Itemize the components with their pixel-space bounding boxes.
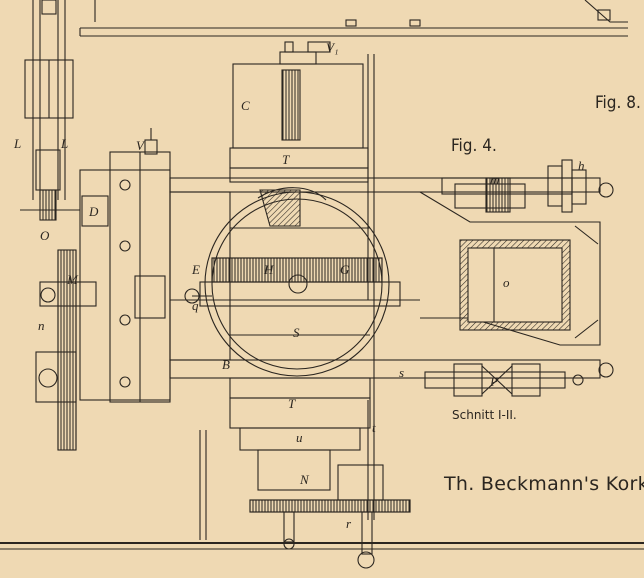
- part-letter-q: q: [192, 298, 199, 313]
- part-letter-h: H: [264, 262, 274, 277]
- figure-label-4: Fig. 4.: [451, 136, 497, 156]
- part-letter-v1: V₁: [326, 40, 339, 55]
- section-caption: Schnitt I-II.: [452, 408, 517, 422]
- left-bracket: [79, 128, 171, 403]
- part-letter-o-lower: o: [503, 275, 510, 290]
- linkage-rods: [20, 0, 80, 221]
- large-gear-n: [35, 249, 97, 451]
- part-letter-l-right: L: [61, 136, 69, 151]
- part-letter-b: B: [222, 357, 230, 372]
- part-letter-g: G: [340, 262, 350, 277]
- part-letter-m-upper: M: [67, 272, 78, 287]
- page-title-fragment: Th. Beckmann's Korksc: [444, 473, 644, 495]
- figure-label-8: Fig. 8.: [595, 93, 641, 113]
- part-letter-t-lower: t: [372, 420, 376, 435]
- part-letter-s-upper: S: [293, 325, 300, 340]
- part-letter-h-lower: h: [578, 158, 585, 173]
- part-letter-n: n: [38, 318, 45, 333]
- part-letter-v: V: [136, 138, 144, 153]
- part-letter-m-lower: m: [490, 172, 500, 187]
- part-letter-u: u: [296, 430, 303, 445]
- part-letter-o-upper: O: [40, 228, 50, 243]
- shaft-s: [424, 363, 584, 397]
- bottom-rule: [0, 542, 644, 550]
- spindle-m-h: [441, 159, 587, 213]
- rotary-disk-s: [184, 187, 401, 377]
- part-letter-d: D: [89, 204, 99, 219]
- part-letter-n-upper: N: [300, 472, 309, 487]
- part-letter-t-bottom: T: [288, 396, 296, 411]
- part-letter-e: E: [192, 262, 200, 277]
- part-letter-c: C: [241, 98, 250, 113]
- part-letter-t-top: T: [282, 152, 290, 167]
- section-box-o: [459, 239, 571, 331]
- motor-block-c: [229, 41, 375, 300]
- part-letter-r: r: [346, 516, 352, 531]
- bottom-gear: [249, 499, 411, 569]
- part-letter-p: P: [490, 374, 498, 389]
- part-letter-l-left: L: [14, 136, 22, 151]
- top-frame: [79, 0, 628, 37]
- lower-block: [199, 300, 384, 540]
- part-letter-s-lower: s: [399, 365, 405, 380]
